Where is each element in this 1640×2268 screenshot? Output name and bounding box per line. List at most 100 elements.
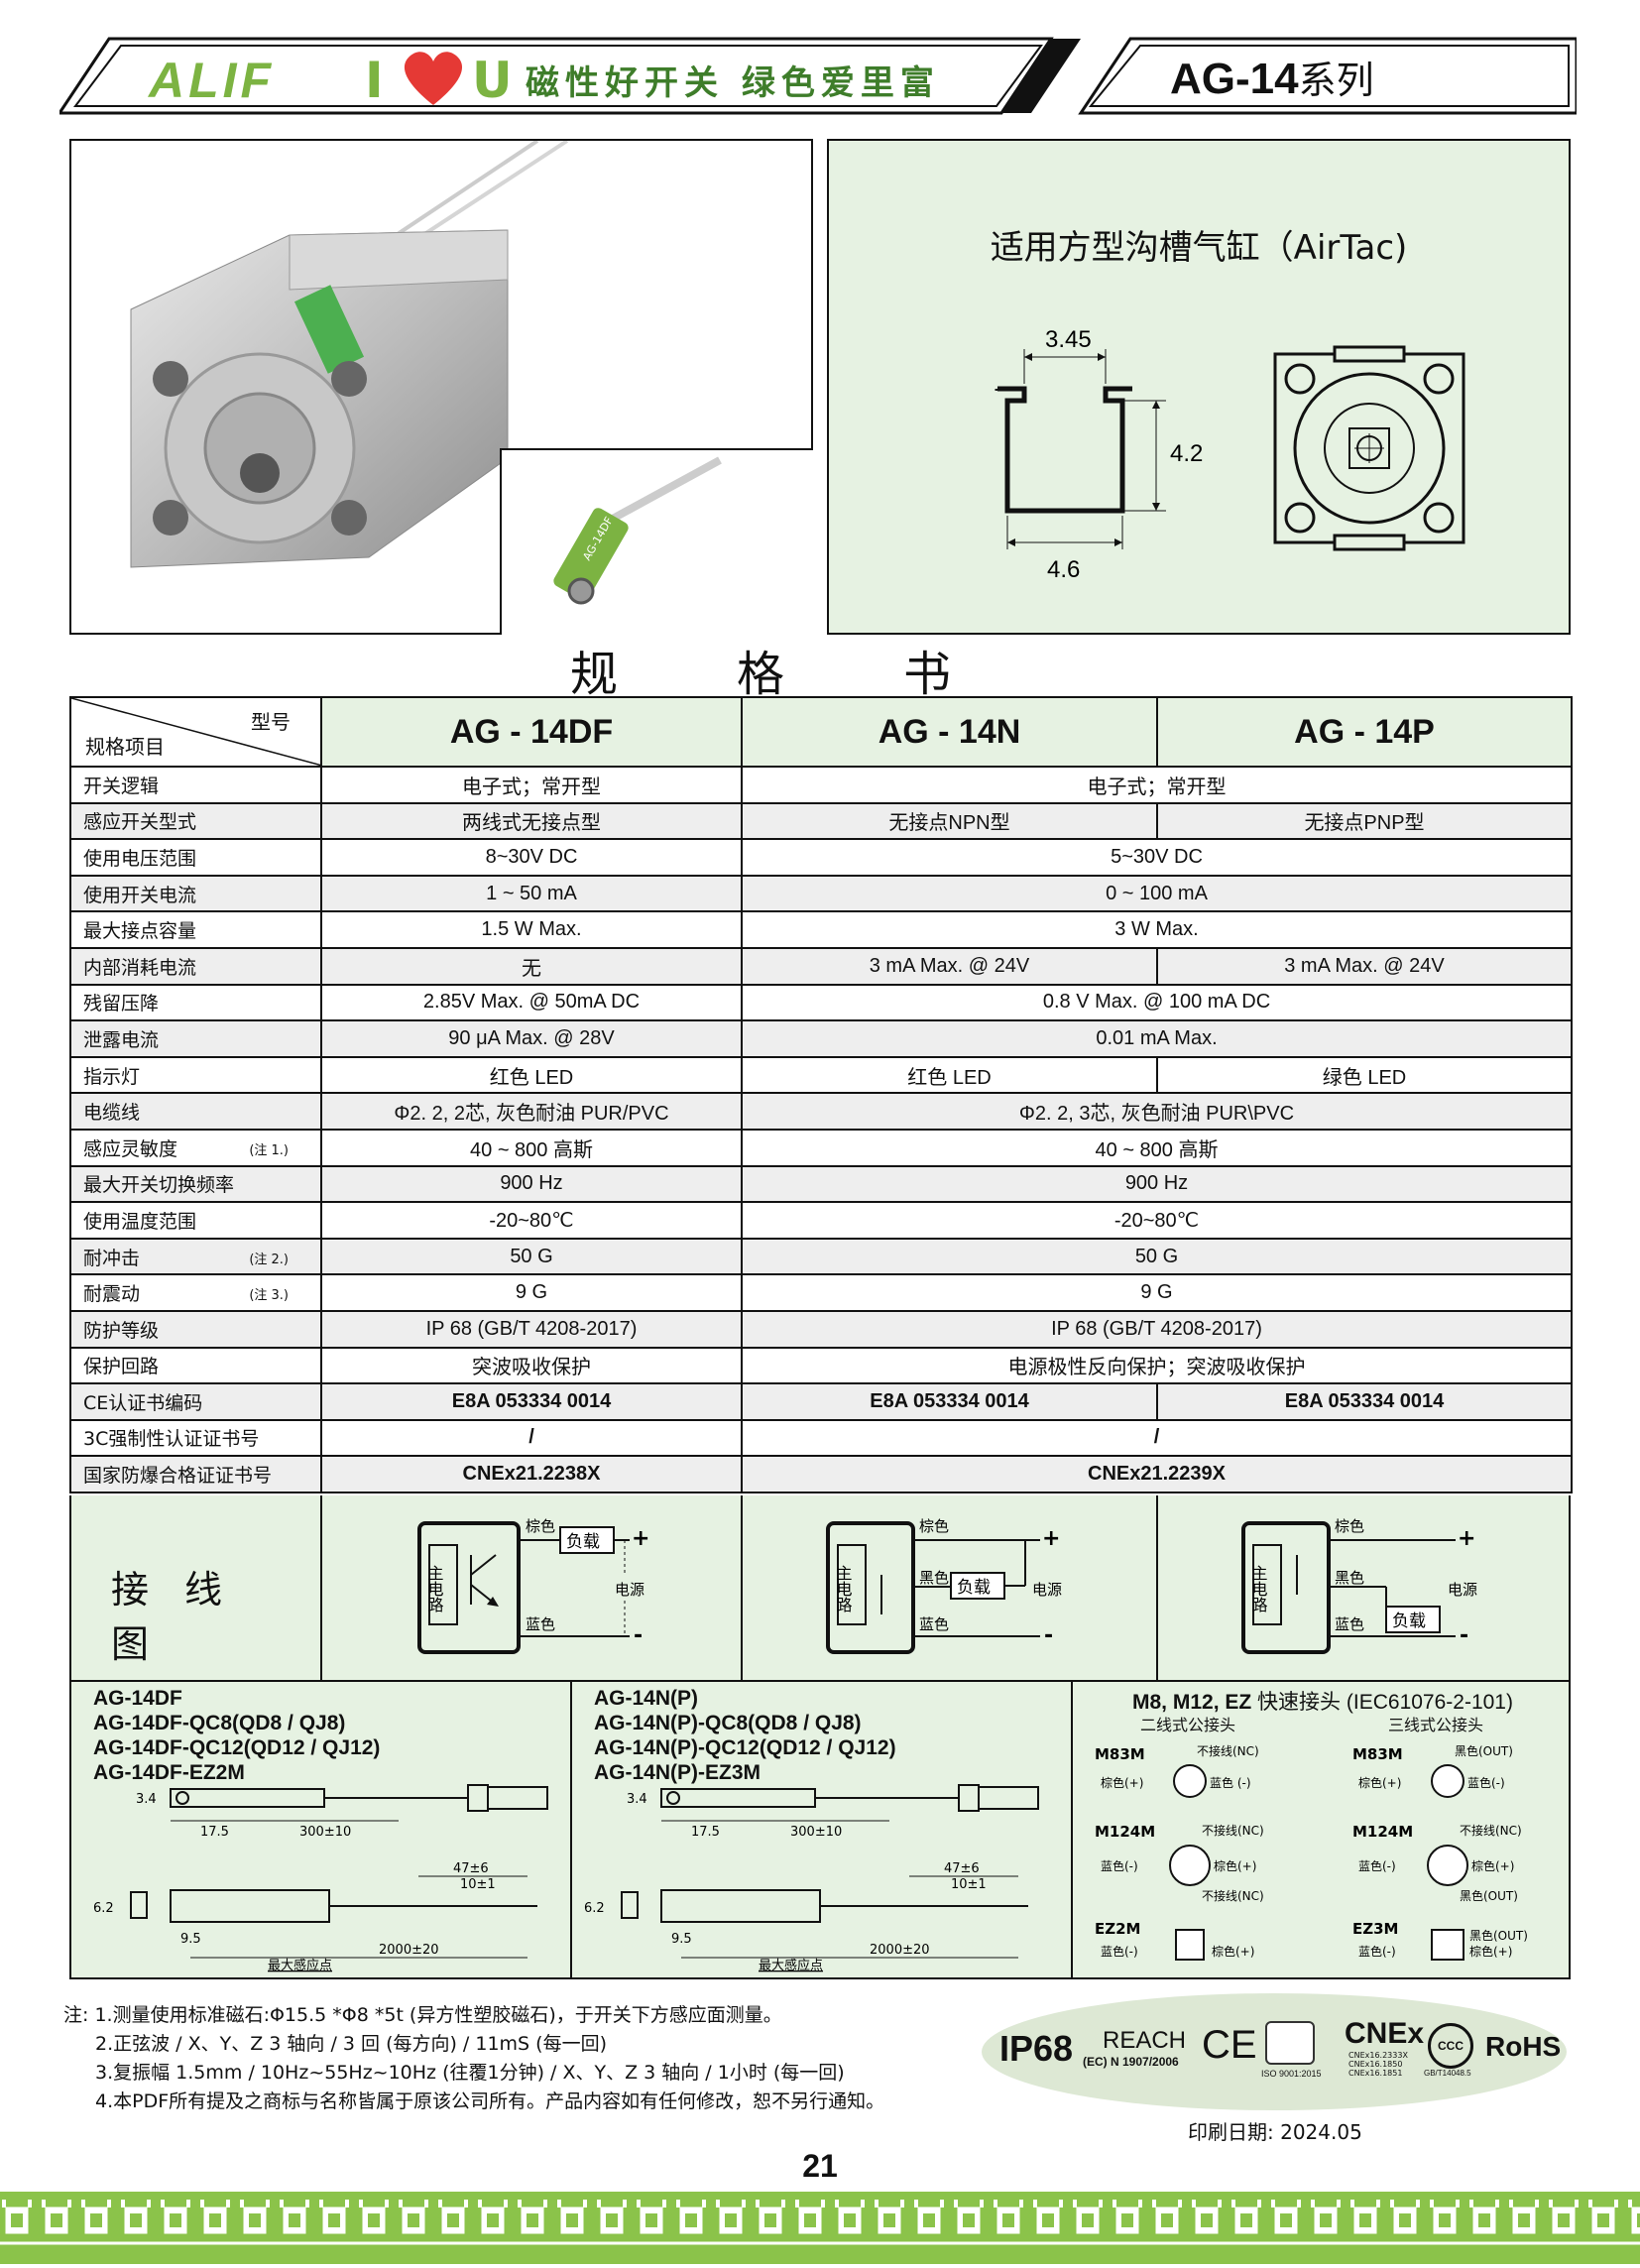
m83m-label: M83M — [1095, 1745, 1145, 1763]
dim-text: 10±1 — [951, 1877, 987, 1892]
brand-logo: ALIF — [149, 53, 276, 108]
cylinder-illustration — [130, 139, 569, 568]
spec-cell: 3 mA Max. @ 24V — [741, 946, 1158, 986]
spec-cell: IP 68 (GB/T 4208-2017) — [320, 1309, 743, 1349]
spec-cell: 8~30V DC — [320, 838, 743, 877]
dim-text: 17.5 — [200, 1825, 229, 1840]
row-label-text: 感应开关型式 — [83, 811, 197, 834]
drawing-df: AG-14DF AG-14DF-QC8(QD8 / QJ8) AG-14DF-Q… — [71, 1682, 572, 1979]
spec-cell: 绿色 LED — [1156, 1055, 1573, 1095]
row-label-text: 使用温度范围 — [83, 1210, 197, 1233]
row-label: 耐冲击(注 2.) — [69, 1237, 322, 1276]
wiring-label: 接线图 — [111, 1568, 259, 1666]
spec-sheet-title: 规格书 — [569, 647, 1070, 702]
wiring-diagram-n: 主电路 棕色 黑色 蓝色 负载 + - 电源 — [743, 1495, 1158, 1680]
spec-cell: 900 Hz — [741, 1164, 1573, 1204]
sensor-closeup-inset: AG-14DF — [500, 448, 813, 635]
dim-text: 17.5 — [691, 1825, 720, 1840]
row-label-text: 感应灵敏度 — [83, 1137, 178, 1160]
series-title: AG-14系列 — [1170, 55, 1374, 103]
spec-cell: CNEx21.2239X — [741, 1455, 1573, 1493]
spec-cell: 40 ~ 800 高斯 — [741, 1128, 1573, 1167]
row-label: 3C强制性认证证书号 — [69, 1418, 322, 1458]
pin-label: 黑色(OUT) — [1460, 1889, 1518, 1903]
row-label-text: 电缆线 — [83, 1102, 141, 1125]
iso-seal-icon — [1265, 2021, 1315, 2065]
row-label: 感应灵敏度(注 1.) — [69, 1128, 322, 1167]
wiring-diagram-p: 主电路 棕色 黑色 蓝色 负载 + - 电源 — [1158, 1495, 1573, 1680]
model-line: AG-14DF — [93, 1687, 182, 1710]
row-label-text: 3C强制性认证证书号 — [83, 1428, 260, 1451]
row-label: 内部消耗电流 — [69, 946, 322, 986]
gbt-label: GB/T14048.5 — [1424, 2069, 1471, 2078]
minus-sign: - — [1044, 1623, 1053, 1648]
load-label: 负载 — [1392, 1611, 1426, 1631]
groove-profile-panel: 适用方型沟槽气缸（AirTac) 3.45 4.2 4.6 — [827, 139, 1571, 635]
note-line: 2.正弦波 / X、Y、Z 3 轴向 / 3 回 (每方向) / 11mS (每… — [95, 2033, 607, 2055]
row-label: 使用开关电流 — [69, 874, 322, 913]
dim-text: 9.5 — [671, 1932, 692, 1947]
corner-model-label: 型号 — [251, 710, 291, 734]
drawing-connectors: M8, M12, EZ 快速接头 (IEC61076-2-101) 二线式公接头… — [1073, 1682, 1571, 1979]
pin-label: 蓝色(-) — [1358, 1945, 1396, 1959]
model-line: AG-14DF-QC12(QD12 / QJ12) — [93, 1736, 381, 1759]
m124m-label: M124M — [1352, 1823, 1413, 1841]
wire-blue-label: 蓝色 — [1335, 1615, 1364, 1633]
model-line: AG-14N(P)-QC12(QD12 / QJ12) — [594, 1736, 896, 1759]
pin-label: 蓝色(-) — [1467, 1776, 1505, 1790]
rohs-badge: RoHS — [1485, 2031, 1562, 2062]
footer-pattern-bar — [0, 2192, 1640, 2264]
dim-text: 2000±20 — [379, 1943, 439, 1958]
dim-slot-depth: 4.2 — [1170, 440, 1203, 467]
header-banner — [59, 34, 1577, 119]
dim-text: 300±10 — [299, 1825, 351, 1840]
row-label-text: 泄露电流 — [83, 1028, 160, 1051]
note-line: 4.本PDF所有提及之商标与名称皆属于原该公司所有。产品内容如有任何修改，恕不另… — [95, 2090, 885, 2112]
ez2m-label: EZ2M — [1095, 1920, 1141, 1938]
table-row: 3C强制性认证证书号// — [69, 1418, 1573, 1458]
row-label: 使用电压范围 — [69, 838, 322, 877]
wire-blue-label: 蓝色 — [919, 1615, 949, 1633]
pin-label: 棕色(+) — [1358, 1775, 1401, 1790]
spec-cell: 3 W Max. — [741, 910, 1573, 949]
spec-cell: IP 68 (GB/T 4208-2017) — [741, 1309, 1573, 1349]
table-row: 保护回路突波吸收保护电源极性反向保护；突波吸收保护 — [69, 1346, 1573, 1385]
spec-cell: CNEx21.2238X — [320, 1455, 743, 1493]
spec-cell: 0.8 V Max. @ 100 mA DC — [741, 983, 1573, 1022]
spec-cell: 900 Hz — [320, 1164, 743, 1204]
spec-cell: -20~80℃ — [741, 1201, 1573, 1240]
row-label-text: 耐震动 — [83, 1283, 141, 1306]
ce-mark-icon: CE — [1202, 2023, 1257, 2067]
row-label: 防护等级 — [69, 1309, 322, 1349]
corner-item-label: 规格项目 — [85, 735, 165, 759]
pin-label: 黑色(OUT) — [1469, 1929, 1528, 1943]
row-label: 泄露电流 — [69, 1019, 322, 1058]
pin-label: 棕色(+) — [1212, 1944, 1254, 1959]
spec-cell: 0.01 mA Max. — [741, 1019, 1573, 1058]
spec-cell: 50 G — [741, 1237, 1573, 1276]
row-label-text: 指示灯 — [83, 1065, 141, 1088]
pin-label: 棕色(+) — [1471, 1858, 1514, 1873]
groove-profile-drawing: 3.45 4.2 4.6 — [995, 326, 1465, 583]
spec-cell: 电源极性反向保护；突波吸收保护 — [741, 1346, 1573, 1385]
reach-sub: (EC) N 1907/2006 — [1083, 2055, 1179, 2069]
pin-label: 棕色(+) — [1214, 1858, 1256, 1873]
pin-label: 不接线(NC) — [1197, 1743, 1259, 1758]
row-label: 使用温度范围 — [69, 1201, 322, 1240]
model-header-2: AG - 14P — [1156, 696, 1573, 768]
spec-cell: E8A 053334 0014 — [741, 1382, 1158, 1421]
dimension-drawings-row: AG-14DF AG-14DF-QC8(QD8 / QJ8) AG-14DF-Q… — [69, 1680, 1571, 1979]
row-label: 最大接点容量 — [69, 910, 322, 949]
ccc-mark-icon: CCC — [1428, 2023, 1473, 2069]
dim-text: 47±6 — [453, 1861, 489, 1876]
dim-text: 47±6 — [944, 1861, 980, 1876]
df-model-list: AG-14DF AG-14DF-QC8(QD8 / QJ8) AG-14DF-Q… — [93, 1686, 380, 1785]
